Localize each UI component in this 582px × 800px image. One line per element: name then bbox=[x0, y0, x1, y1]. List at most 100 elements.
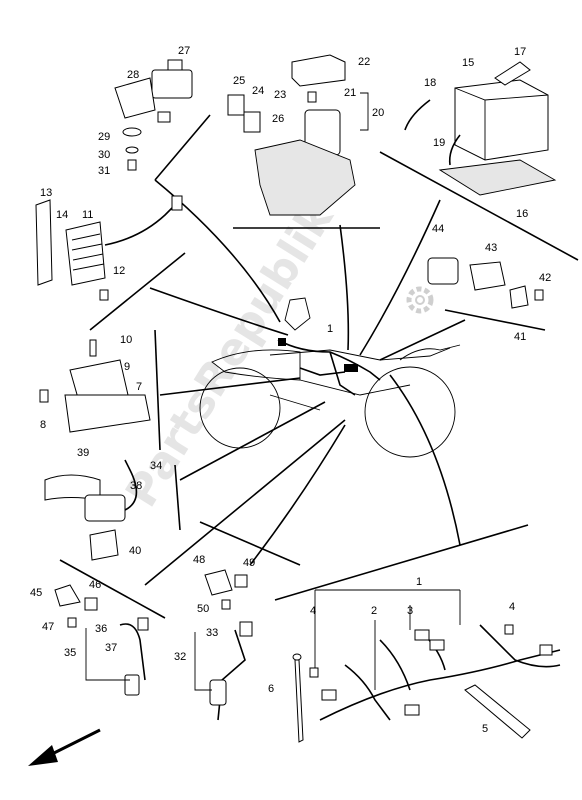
callout-bracket-20 bbox=[360, 92, 369, 131]
callout-36: 36 bbox=[95, 623, 107, 635]
callout-37: 37 bbox=[105, 642, 117, 654]
relay-body bbox=[151, 69, 193, 99]
connector-e bbox=[539, 644, 553, 656]
cable-tie-head bbox=[292, 653, 302, 661]
part-group-sensor-41 bbox=[427, 257, 544, 309]
washer bbox=[125, 146, 139, 154]
callout-38: 38 bbox=[130, 480, 142, 492]
callout-20: 20 bbox=[372, 107, 384, 119]
callout-47: 47 bbox=[42, 621, 54, 633]
callout-bracket-32 bbox=[194, 632, 212, 691]
harness-connector bbox=[344, 364, 358, 372]
rear-fender-outline bbox=[211, 349, 301, 381]
leader-38 bbox=[179, 401, 326, 481]
rectifier-body bbox=[65, 221, 106, 286]
sensor-41 bbox=[509, 285, 529, 309]
connector-a bbox=[321, 689, 337, 701]
callout-19: 19 bbox=[433, 137, 445, 149]
callout-40: 40 bbox=[129, 545, 141, 557]
relay-bracket bbox=[114, 77, 156, 119]
callout-46: 46 bbox=[89, 579, 101, 591]
part-group-ecu-bracket bbox=[39, 339, 151, 433]
group-line-41 bbox=[444, 309, 546, 331]
battery-body bbox=[454, 79, 549, 161]
callout-43: 43 bbox=[485, 242, 497, 254]
callout-30: 30 bbox=[98, 149, 110, 161]
callout-14: 14 bbox=[56, 209, 68, 221]
sensor-lead-32 bbox=[217, 629, 246, 721]
callout-41: 41 bbox=[514, 331, 526, 343]
coil-body bbox=[84, 494, 126, 522]
rectifier-lead bbox=[104, 204, 176, 246]
bracket-48 bbox=[204, 569, 233, 596]
callout-8: 8 bbox=[40, 419, 46, 431]
callout-15: 15 bbox=[462, 57, 474, 69]
callout-32: 32 bbox=[174, 651, 186, 663]
grommet bbox=[122, 127, 142, 137]
part-group-relay bbox=[114, 59, 193, 171]
callout-35: 35 bbox=[64, 647, 76, 659]
bracket-45 bbox=[54, 584, 81, 607]
battery-edges bbox=[454, 87, 549, 160]
callout-34: 34 bbox=[150, 460, 162, 472]
callout-16: 16 bbox=[516, 208, 528, 220]
part-group-main-harness bbox=[292, 624, 561, 743]
harness-on-bike bbox=[277, 338, 381, 396]
gear-watermark-icon bbox=[406, 286, 434, 314]
sensor-body-32 bbox=[209, 679, 227, 706]
callout-11: 11 bbox=[82, 209, 93, 221]
battery-cable-19 bbox=[448, 134, 461, 166]
bolt-42 bbox=[534, 289, 544, 301]
bolt-23 bbox=[307, 91, 317, 103]
connector-c bbox=[429, 639, 445, 651]
leader-lines bbox=[59, 114, 579, 619]
callout-6: 6 bbox=[268, 683, 274, 695]
front-wheel-outline bbox=[364, 366, 456, 458]
leader-45 bbox=[144, 419, 346, 586]
callout-10: 10 bbox=[120, 334, 132, 346]
callout-31: 31 bbox=[98, 165, 110, 177]
callout-23: 23 bbox=[274, 89, 286, 101]
callout-39: 39 bbox=[77, 447, 89, 459]
callout-24: 24 bbox=[252, 85, 264, 97]
harness-path-lower bbox=[299, 367, 346, 376]
callout-21: 21 bbox=[344, 87, 356, 99]
callout-1-bike: 1 bbox=[327, 323, 333, 335]
bracket-35 bbox=[85, 628, 130, 681]
rectifier-fins bbox=[71, 233, 105, 271]
group-line-1 bbox=[274, 524, 529, 601]
group-line-11 bbox=[89, 252, 186, 331]
callout-17: 17 bbox=[514, 46, 526, 58]
cover-43 bbox=[469, 261, 506, 291]
callout-49: 49 bbox=[243, 557, 255, 569]
callout-labels: 1 1 2 3 4 4 5 6 7 8 9 10 11 12 13 14 15 … bbox=[30, 45, 551, 735]
bolt-47 bbox=[67, 617, 77, 628]
connector-25 bbox=[227, 94, 245, 116]
part-group-sensor-lead bbox=[119, 617, 149, 696]
part-group-sensor-left bbox=[54, 584, 98, 628]
sensor-connector bbox=[137, 617, 149, 631]
callout-1: 1 bbox=[416, 576, 422, 588]
callout-5: 5 bbox=[482, 723, 488, 735]
relay-terminal bbox=[157, 111, 171, 123]
connector-4-right bbox=[504, 624, 514, 635]
front-arrow-icon bbox=[28, 728, 101, 766]
callout-bracket-35 bbox=[85, 628, 130, 681]
bolt-8 bbox=[39, 389, 49, 403]
leader-15 bbox=[359, 199, 441, 356]
callout-4-right: 4 bbox=[509, 601, 515, 613]
connector-46 bbox=[84, 597, 98, 611]
sensor-lead-36 bbox=[119, 623, 146, 681]
callout-33: 33 bbox=[206, 627, 218, 639]
group-line-48 bbox=[199, 521, 301, 566]
group-line-38 bbox=[174, 464, 181, 531]
sensor-body-35 bbox=[124, 674, 140, 696]
sensor-44 bbox=[427, 257, 459, 285]
callout-18: 18 bbox=[424, 77, 436, 89]
battery-cable-18 bbox=[404, 99, 431, 131]
callout-28: 28 bbox=[127, 69, 139, 81]
harness-connector-rear bbox=[278, 338, 286, 346]
callout-9: 9 bbox=[124, 361, 130, 373]
leader-48 bbox=[249, 424, 346, 566]
leader-1 bbox=[389, 374, 461, 546]
